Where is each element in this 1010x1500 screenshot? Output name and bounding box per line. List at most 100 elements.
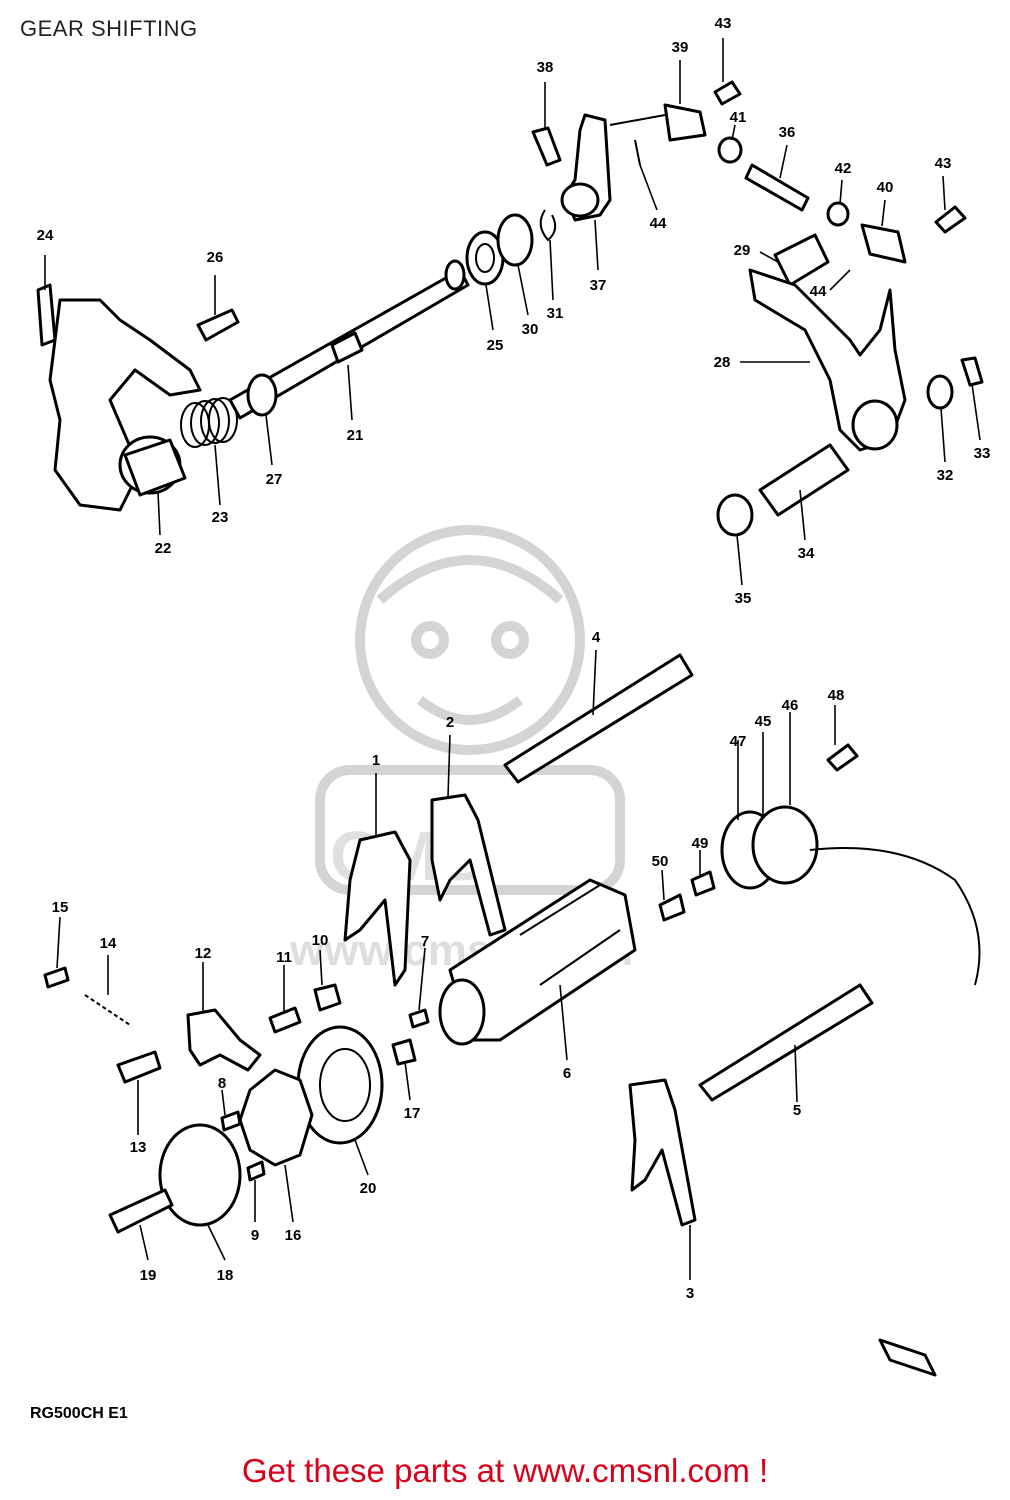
callout-28: 28 <box>714 354 731 371</box>
callout-24: 24 <box>37 227 54 244</box>
fork-shaft-5 <box>698 983 874 1102</box>
screw-19 <box>108 1188 174 1234</box>
shaft-step <box>330 331 364 364</box>
link-rod <box>609 114 666 126</box>
callout-10: 10 <box>312 932 329 949</box>
spring-50 <box>658 893 686 922</box>
rod-end-39 <box>663 103 707 142</box>
callout-9: 9 <box>251 1227 259 1244</box>
callout-39: 39 <box>672 39 689 56</box>
contact-49 <box>690 870 716 897</box>
callout-25: 25 <box>487 337 504 354</box>
spring-14 <box>84 994 131 1026</box>
callout-11: 11 <box>276 949 292 966</box>
stopper-bolt-24 <box>36 283 57 347</box>
callout-50: 50 <box>652 853 669 870</box>
pin-8 <box>220 1110 242 1132</box>
washer-27 <box>246 373 278 417</box>
shift-fork-2 <box>430 793 507 937</box>
shaft-end <box>444 259 466 291</box>
screw-48 <box>826 743 859 772</box>
callout-37: 37 <box>590 277 607 294</box>
callout-18: 18 <box>217 1267 234 1284</box>
circlip-31 <box>539 209 557 242</box>
pin-9 <box>246 1160 266 1182</box>
callout-4: 4 <box>592 629 601 646</box>
callout-33: 33 <box>974 445 991 462</box>
shift-arm-plate <box>48 298 202 512</box>
callout-47: 47 <box>730 733 747 750</box>
callout-43-right: 43 <box>935 155 952 172</box>
clip-33 <box>960 356 984 387</box>
callout-46: 46 <box>782 697 799 714</box>
callout-36: 36 <box>779 124 796 141</box>
cotter-pin-44 <box>634 139 641 166</box>
callout-20: 20 <box>360 1180 377 1197</box>
oil-seal-inner <box>475 243 495 273</box>
bolt-13 <box>116 1050 162 1084</box>
washer-32 <box>926 374 954 410</box>
callout-22: 22 <box>155 540 172 557</box>
footer-link[interactable]: Get these parts at www.cmsnl.com ! <box>241 1452 769 1489</box>
pin-15 <box>43 966 70 989</box>
callout-29: 29 <box>734 242 751 259</box>
return-spring-23 <box>180 397 238 448</box>
callout-43-top: 43 <box>715 15 732 32</box>
cam-stopper-plate-16 <box>238 1068 314 1167</box>
cam-driven-gear-18 <box>158 1123 242 1227</box>
washer-30 <box>496 213 534 267</box>
fork-shaft-4 <box>503 653 694 784</box>
lever-pivot <box>851 399 899 451</box>
stopper-26 <box>196 308 240 342</box>
callout-49: 49 <box>692 835 709 852</box>
washer-10 <box>313 983 342 1012</box>
collar-body <box>123 438 187 497</box>
callout-45: 45 <box>755 713 772 730</box>
callout-31: 31 <box>547 305 564 322</box>
arm-boss <box>560 182 600 218</box>
callout-13: 13 <box>130 1139 147 1156</box>
callout-15: 15 <box>52 899 69 916</box>
bolt-11 <box>268 1006 302 1034</box>
switch-45 <box>751 805 819 885</box>
shift-fork-3 <box>628 1078 697 1227</box>
callout-1: 1 <box>372 752 380 769</box>
callout-32: 32 <box>937 467 954 484</box>
cam-end <box>438 978 486 1046</box>
callout-27: 27 <box>266 471 283 488</box>
model-code: RG500CH E1 <box>30 1405 128 1422</box>
nut-41 <box>717 136 743 164</box>
callout-12: 12 <box>195 945 212 962</box>
cam-grooves <box>519 884 621 986</box>
callout-6: 6 <box>563 1065 571 1082</box>
callout-5: 5 <box>793 1102 801 1119</box>
callout-34: 34 <box>798 545 815 562</box>
leader-lines <box>44 38 981 1280</box>
pin-7 <box>408 1008 430 1029</box>
bolt-38 <box>531 126 562 167</box>
switch-wire-46 <box>809 847 981 986</box>
bearing-inner <box>319 1048 371 1122</box>
callout-30: 30 <box>522 321 539 338</box>
rubber-29 <box>773 233 830 287</box>
callout-14: 14 <box>100 935 117 952</box>
callout-40: 40 <box>877 179 894 196</box>
pivot-bolt-34 <box>758 443 850 517</box>
callout-7: 7 <box>421 933 429 950</box>
callout-44-right: 44 <box>810 283 827 300</box>
callout-48: 48 <box>828 687 845 704</box>
callout-42: 42 <box>835 160 852 177</box>
callout-35: 35 <box>735 590 752 607</box>
callout-labels: 24 26 22 23 27 21 25 30 31 37 38 39 43 4… <box>37 15 991 1302</box>
callout-38: 38 <box>537 59 554 76</box>
tie-rod-36 <box>744 163 810 212</box>
callout-2: 2 <box>446 714 454 731</box>
callout-17: 17 <box>404 1105 421 1122</box>
callout-8: 8 <box>218 1075 226 1092</box>
callout-21: 21 <box>347 427 364 444</box>
nut-42 <box>826 201 850 227</box>
callout-44-top: 44 <box>650 215 667 232</box>
bolt-43-top <box>713 80 742 106</box>
nut-35 <box>716 493 754 537</box>
